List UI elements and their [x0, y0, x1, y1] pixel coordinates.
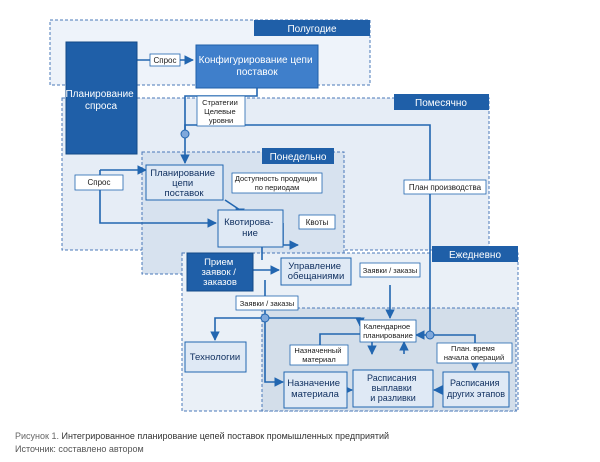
figure-source: Источник: составлено автором — [15, 444, 144, 454]
strategies-label: Стратегии Целевые уровни — [202, 98, 240, 125]
requests-orders-label-box-2 — [235, 295, 299, 311]
strategies-label-box — [196, 95, 246, 127]
quotas-label-box — [298, 214, 336, 230]
supply-chain-config-label: Конфигурирование цепи поставок — [199, 54, 316, 78]
junction-dot-right — [425, 330, 435, 340]
arrow-junction-to-material — [264, 318, 284, 387]
order-intake-node — [186, 252, 254, 292]
junction-dot-top — [180, 129, 190, 139]
supply-chain-planning-node — [145, 164, 224, 201]
figure-caption: Рисунок 1. Интегрированное планирование … — [15, 431, 389, 441]
demand-planning-node — [65, 41, 138, 155]
technologies-node — [184, 341, 247, 373]
promise-management-label: Управление обещаниями — [288, 261, 345, 282]
demand-label-box-2 — [74, 174, 124, 191]
planned-start-label-box — [436, 342, 513, 364]
quotas-label: Квоты — [306, 218, 329, 227]
figure-caption-prefix: Рисунок 1. — [15, 431, 59, 441]
weekly-tab-label: Понедельно — [270, 152, 327, 163]
requests-orders-label-1: Заявки / заказы — [363, 266, 417, 275]
technologies-label: Технологии — [190, 352, 240, 363]
assigned-material-label-box — [289, 344, 349, 366]
material-assignment-label: Назначение материала — [287, 378, 342, 400]
production-plan-label: План производства — [409, 183, 482, 192]
demand-label-box-1 — [149, 53, 181, 67]
assigned-material-label: Назначенный материал — [294, 346, 343, 364]
demand-label-2: Спрос — [87, 178, 110, 187]
figure-caption-title: Интегрированное планирование цепей поста… — [61, 431, 390, 441]
production-plan-label-box — [403, 179, 487, 195]
arrow-calendar-to-material — [319, 333, 360, 345]
daily-tab-label: Ежедневно — [449, 250, 501, 261]
promise-management-node — [280, 257, 352, 286]
requests-orders-label-box-1 — [359, 262, 421, 278]
planned-start-label: План. время начала операций — [444, 344, 504, 362]
junction-dot-middle — [260, 313, 270, 323]
supply-chain-config-node — [195, 44, 319, 89]
other-stage-schedules-node — [442, 371, 510, 408]
quota-allocation-label: Квотирова- ние — [224, 217, 276, 239]
demand-label-1: Спрос — [153, 56, 176, 65]
quota-allocation-node — [217, 209, 284, 248]
requests-orders-label-2: Заявки / заказы — [240, 299, 294, 308]
monthly-tab — [394, 94, 489, 110]
half-year-tab-label: Полугодие — [287, 24, 337, 35]
availability-label: Доступность продукции по периодам — [235, 174, 319, 192]
supply-chain-planning-label: Планирование цепи поставок — [150, 168, 217, 199]
calendar-planning-box — [359, 319, 417, 343]
daily-tab — [432, 246, 518, 262]
smelting-schedules-label: Расписания выплавки и разливки — [367, 373, 419, 403]
order-intake-label: Прием заявок / заказов — [201, 257, 238, 288]
availability-label-box — [231, 172, 323, 194]
weekly-tab — [262, 148, 334, 164]
monthly-tab-label: Помесячно — [415, 98, 467, 109]
material-assignment-node — [283, 371, 348, 409]
supply-chain-diagram: Полугодие Помесячно Понедельно Ежедневно — [49, 19, 519, 412]
smelting-schedules-node — [352, 369, 434, 408]
calendar-planning-label: Календарное планирование — [363, 322, 413, 340]
half-year-tab — [254, 20, 370, 36]
arrow-junction-to-technologies — [210, 317, 265, 341]
other-stage-schedules-label: Расписания других этапов — [447, 378, 505, 399]
demand-planning-label: Планирование спроса — [65, 89, 136, 112]
